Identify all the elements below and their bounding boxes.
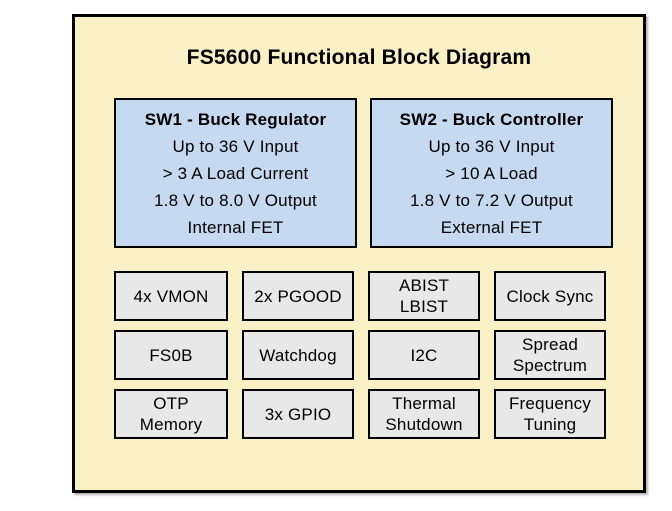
block-label-line: OTP <box>153 394 189 413</box>
feature-block-grid: 4x VMON 2x PGOOD ABIST LBIST Clock Sync F… <box>114 271 606 439</box>
sw-block-lines: Up to 36 V Input > 3 A Load Current 1.8 V … <box>116 133 355 241</box>
block-label-line: 1.8 V to 7.2 V Output <box>410 190 573 210</box>
block-label-line: Spectrum <box>512 356 588 375</box>
sw-block-row: SW1 - Buck Regulator Up to 36 V Input > 3… <box>114 98 613 248</box>
block-label-line: > 10 A Load <box>445 163 538 183</box>
block-label-line: LBIST <box>399 297 449 316</box>
block-label-line: Up to 36 V Input <box>172 136 299 156</box>
block-watchdog: Watchdog <box>242 330 354 380</box>
block-label-line: Frequency <box>508 394 592 413</box>
block-label-line: Watchdog <box>259 345 337 365</box>
block-label-line: 4x VMON <box>133 286 209 306</box>
block-otp-memory: OTP Memory <box>114 389 228 439</box>
block-label-line: External FET <box>440 217 543 237</box>
block-fs0b: FS0B <box>114 330 228 380</box>
block-label-line: Internal FET <box>187 217 284 237</box>
block-label-line: > 3 A Load Current <box>162 163 309 183</box>
block-label-line: Spread <box>521 335 579 354</box>
block-vmon: 4x VMON <box>114 271 228 321</box>
block-gpio: 3x GPIO <box>242 389 354 439</box>
block-label-line: Tuning <box>523 415 577 434</box>
block-i2c: I2C <box>368 330 480 380</box>
block-label-line: Up to 36 V Input <box>428 136 555 156</box>
sw-block-lines: Up to 36 V Input > 10 A Load 1.8 V to 7.2 … <box>372 133 611 241</box>
block-label-line: I2C <box>410 345 438 365</box>
block-label-line: 3x GPIO <box>264 404 332 424</box>
block-clock-sync: Clock Sync <box>494 271 606 321</box>
block-label-line: Clock Sync <box>506 286 594 306</box>
sw-block-title: SW2 - Buck Controller <box>399 109 584 129</box>
diagram-frame: FS5600 Functional Block Diagram SW1 - Bu… <box>72 14 646 493</box>
block-sw2-buck-controller: SW2 - Buck Controller Up to 36 V Input > … <box>370 98 613 248</box>
block-label-line: Memory <box>139 415 203 434</box>
block-abist-lbist: ABIST LBIST <box>368 271 480 321</box>
block-label-line: FS0B <box>149 345 193 365</box>
block-label-line: Shutdown <box>385 415 463 434</box>
block-label-line: ABIST <box>398 276 450 295</box>
block-label-line: 1.8 V to 8.0 V Output <box>154 190 317 210</box>
block-pgood: 2x PGOOD <box>242 271 354 321</box>
block-label-line: 2x PGOOD <box>254 286 342 306</box>
sw-block-title: SW1 - Buck Regulator <box>144 109 327 129</box>
block-sw1-buck-regulator: SW1 - Buck Regulator Up to 36 V Input > 3… <box>114 98 357 248</box>
block-label-line: Thermal <box>392 394 456 413</box>
diagram-title: FS5600 Functional Block Diagram <box>186 46 532 69</box>
